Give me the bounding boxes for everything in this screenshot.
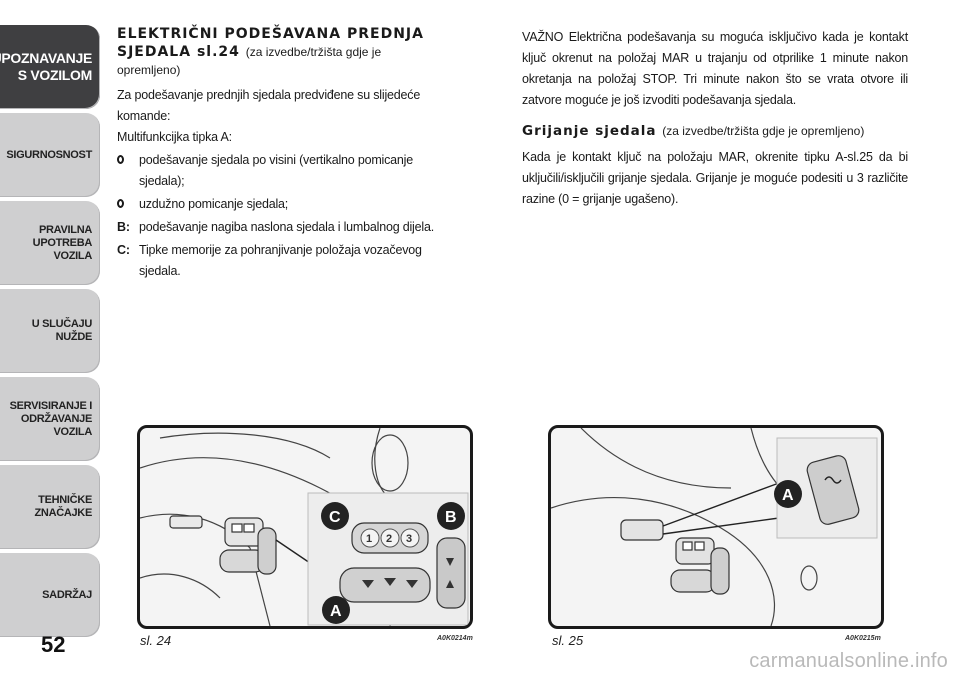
figure-caption: sl. 25: [552, 633, 584, 648]
tab-pravilna-upotreba-vozila[interactable]: PRAVILNA UPOTREBA VOZILA: [0, 201, 100, 285]
label-a: A: [330, 603, 342, 620]
right-column: VAŽNO Električna podešavanja su moguća i…: [522, 27, 908, 210]
figure-caption: sl. 24: [140, 633, 172, 648]
tab-servisiranje-i-odrzavanje[interactable]: SERVISIRANJE I ODRŽAVANJE VOZILA: [0, 377, 100, 461]
seat-heating-drawing: A: [551, 428, 878, 626]
subheading-seat-heating: Grijanje sjedala (za izvedbe/tržišta gdj…: [522, 123, 865, 139]
multifunction-label: Multifunkcijka tipka A:: [117, 130, 232, 144]
heading-note: (za izvedbe/tržišta gdje je opremljeno): [117, 45, 382, 77]
tab-tehnicke-znacajke[interactable]: TEHNIČKE ZNAČAJKE: [0, 465, 100, 549]
list-item: podešavanje sjedala po visini (vertikaln…: [117, 150, 445, 192]
tab-sigurnosnost[interactable]: SIGURNOSNOST: [0, 113, 100, 197]
important-note: VAŽNO Električna podešavanja su moguća i…: [522, 30, 908, 107]
bullet-icon: [117, 155, 124, 164]
memory-key-label: 2: [386, 533, 392, 545]
intro-text: Za podešavanje prednjih sjedala predviđe…: [117, 88, 421, 123]
seat-controls-drawing: 1 2 3 C B A: [140, 428, 469, 626]
label-c: C: [329, 509, 341, 526]
tab-sadrzaj[interactable]: SADRŽAJ: [0, 553, 100, 637]
list-item: uzdužno pomicanje sjedala;: [117, 194, 445, 215]
memory-key-label: 3: [406, 533, 412, 545]
heating-text: Kada je kontakt ključ na položaju MAR, o…: [522, 150, 908, 206]
label-b: B: [445, 509, 457, 526]
page-number: 52: [41, 632, 66, 657]
list-item: B: podešavanje nagiba naslona sjedala i …: [117, 220, 434, 234]
figure-25-illustration: A: [548, 425, 884, 629]
tab-upoznavanje-s-vozilom[interactable]: UPOZNAVANJE S VOZILOM: [0, 25, 100, 109]
figure-24-illustration: 1 2 3 C B A: [137, 425, 473, 629]
list-item: C: Tipke memorije za pohranjivanje polož…: [117, 243, 422, 278]
figure-code: A0K0214m: [437, 635, 473, 642]
memory-key-label: 1: [366, 533, 372, 545]
left-column: ELEKTRIČNI PODEŠAVANA PREDNJA SJEDALA sl…: [117, 25, 445, 282]
watermark: carmanualsonline.info: [749, 650, 948, 672]
figure-code: A0K0215m: [845, 635, 881, 642]
label-a: A: [782, 487, 794, 504]
tab-u-slucaju-nuzde[interactable]: U SLUČAJU NUŽDE: [0, 289, 100, 373]
section-heading: ELEKTRIČNI PODEŠAVANA PREDNJA SJEDALA sl…: [117, 26, 424, 77]
bullet-icon: [117, 199, 124, 208]
